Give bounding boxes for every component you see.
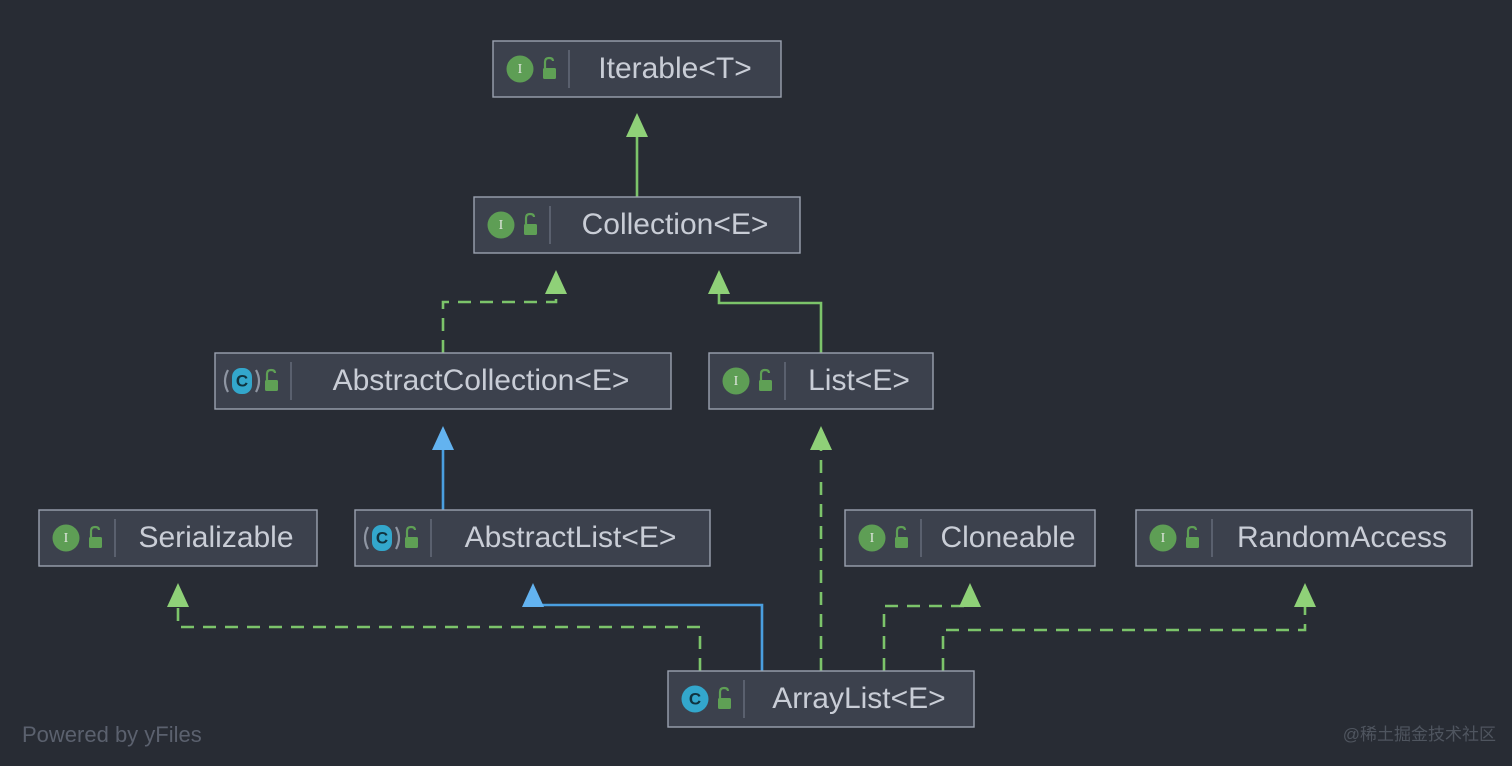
abstract-bracket-left-icon bbox=[363, 526, 369, 550]
edge-arraylist-to-serializable[interactable] bbox=[167, 583, 702, 671]
node-box bbox=[1135, 509, 1473, 567]
interface-icon bbox=[487, 211, 515, 239]
unlock-icon bbox=[89, 525, 102, 548]
arrowhead-implements bbox=[167, 583, 189, 607]
arrowhead-implements bbox=[1294, 583, 1316, 607]
unlock-icon bbox=[265, 368, 278, 391]
node-label: List<E> bbox=[808, 364, 910, 397]
abstract-class-icon bbox=[232, 368, 252, 394]
interface-icon-glyph: I bbox=[499, 218, 504, 233]
node-label: Serializable bbox=[138, 521, 293, 554]
interface-icon-glyph: I bbox=[64, 531, 69, 546]
arrowhead-implements bbox=[959, 583, 981, 607]
node-label: Collection<E> bbox=[582, 208, 769, 241]
interface-icon bbox=[1149, 524, 1177, 552]
node-box bbox=[844, 509, 1096, 567]
arrowhead-implements bbox=[545, 270, 567, 294]
nodes-layer: I Iterable<T> I Collection<E> C AbstractColle… bbox=[38, 40, 1473, 728]
node-label: Iterable<T> bbox=[598, 52, 751, 85]
unlock-icon bbox=[759, 368, 772, 391]
abstract-bracket-right-icon bbox=[395, 526, 401, 550]
interface-icon-glyph: I bbox=[870, 531, 875, 546]
edges-layer bbox=[167, 113, 1316, 671]
node-box bbox=[492, 40, 782, 98]
interface-icon-glyph: I bbox=[734, 374, 739, 389]
abstract-class-icon bbox=[372, 525, 392, 551]
node-label: AbstractCollection<E> bbox=[333, 364, 630, 397]
arrowhead-implements bbox=[810, 426, 832, 450]
node-randomaccess[interactable]: I RandomAccess bbox=[1135, 509, 1473, 567]
interface-icon-glyph: I bbox=[1161, 531, 1166, 546]
community-watermark: @稀土掘金技术社区 bbox=[1343, 725, 1496, 744]
interface-icon bbox=[506, 55, 534, 83]
arrowhead-extends bbox=[626, 113, 648, 137]
arrowhead-extends bbox=[432, 426, 454, 450]
node-list[interactable]: I List<E> bbox=[708, 352, 934, 410]
node-label: RandomAccess bbox=[1237, 521, 1447, 554]
class-icon-glyph: C bbox=[236, 371, 248, 390]
unlock-icon bbox=[718, 686, 731, 709]
edge-line-extends bbox=[717, 294, 823, 353]
node-arraylist[interactable]: C ArrayList<E> bbox=[667, 670, 975, 728]
node-cloneable[interactable]: I Cloneable bbox=[844, 509, 1096, 567]
edge-arraylist-to-randomaccess[interactable] bbox=[941, 583, 1316, 671]
unlock-icon bbox=[405, 525, 418, 548]
node-label: Cloneable bbox=[940, 521, 1075, 554]
node-label: AbstractList<E> bbox=[465, 521, 677, 554]
interface-icon bbox=[722, 367, 750, 395]
interface-icon-glyph: I bbox=[518, 62, 523, 77]
class-icon-glyph: C bbox=[689, 689, 701, 708]
edge-list-to-collection[interactable] bbox=[708, 270, 823, 353]
edge-line-implements bbox=[176, 607, 702, 671]
abstract-bracket-left-icon bbox=[223, 369, 229, 393]
unlock-icon bbox=[524, 212, 537, 235]
node-serializable[interactable]: I Serializable bbox=[38, 509, 318, 567]
arrowhead-extends bbox=[522, 583, 544, 607]
edge-line-implements bbox=[882, 604, 972, 671]
interface-icon bbox=[858, 524, 886, 552]
unlock-icon bbox=[895, 525, 908, 548]
unlock-icon bbox=[1186, 525, 1199, 548]
node-label: ArrayList<E> bbox=[772, 682, 945, 715]
edge-arraylist-to-list[interactable] bbox=[810, 426, 832, 671]
abstract-bracket-right-icon bbox=[255, 369, 261, 393]
arrowhead-extends bbox=[708, 270, 730, 294]
edge-line-implements bbox=[941, 607, 1307, 671]
node-iterable[interactable]: I Iterable<T> bbox=[492, 40, 782, 98]
class-icon-glyph: C bbox=[376, 528, 388, 547]
node-abstractlist[interactable]: C AbstractList<E> bbox=[354, 509, 711, 567]
edge-arraylist-to-abstractlist[interactable] bbox=[522, 583, 764, 671]
node-collection[interactable]: I Collection<E> bbox=[473, 196, 801, 254]
edge-arraylist-to-cloneable[interactable] bbox=[882, 583, 981, 671]
class-icon bbox=[681, 685, 709, 713]
edge-collection-to-iterable[interactable] bbox=[626, 113, 648, 197]
interface-icon bbox=[52, 524, 80, 552]
edge-abstractlist-to-abstractcollection[interactable] bbox=[432, 426, 454, 510]
edge-abstractcollection-to-collection[interactable] bbox=[441, 270, 567, 353]
unlock-icon bbox=[543, 56, 556, 79]
node-abstractcollection[interactable]: C AbstractCollection<E> bbox=[214, 352, 672, 410]
powered-by-label: Powered by yFiles bbox=[22, 722, 202, 747]
edge-line-implements bbox=[441, 294, 558, 353]
node-box bbox=[38, 509, 318, 567]
